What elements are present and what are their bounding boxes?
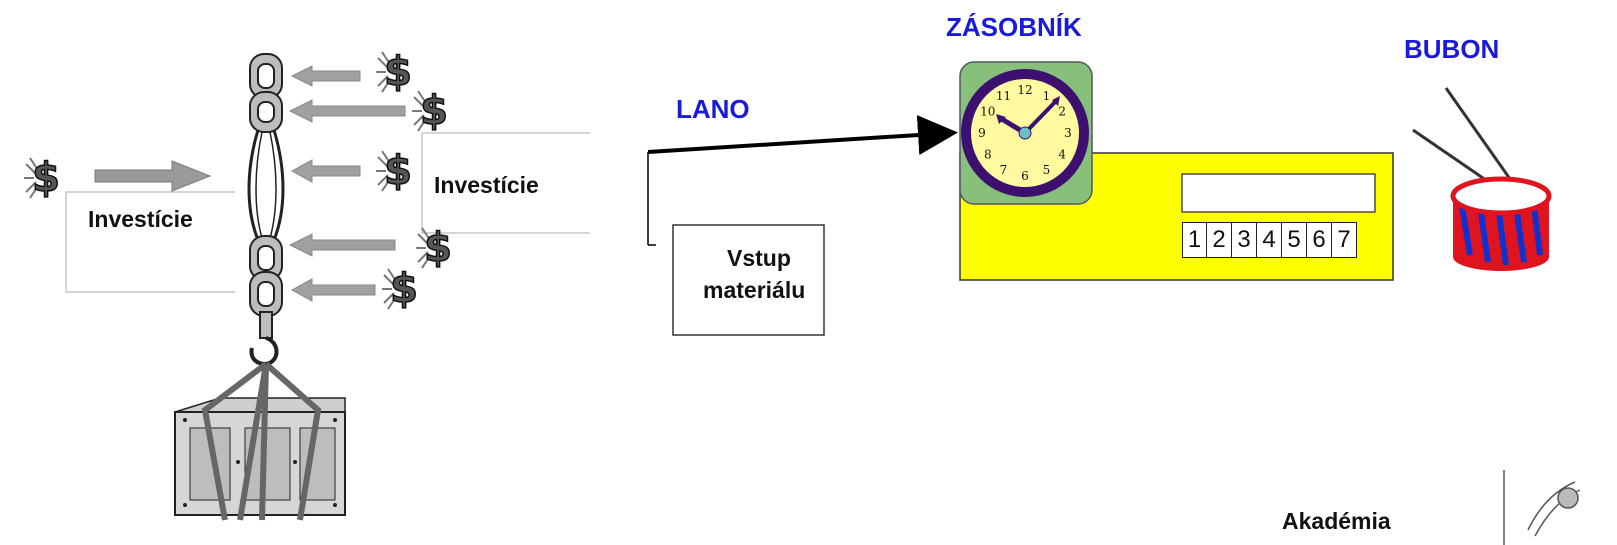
materialu-label: materiálu xyxy=(703,277,806,303)
buffer-cell: 2 xyxy=(1207,222,1232,258)
investicie-left-label: Investície xyxy=(88,206,193,232)
vstup-label: Vstup xyxy=(727,245,791,271)
lano-rope xyxy=(647,115,958,246)
clock-number: 3 xyxy=(1064,126,1072,140)
dollar-icon xyxy=(415,224,453,272)
clock-number: 9 xyxy=(978,126,986,140)
buffer-header xyxy=(1181,173,1376,213)
bubon-label: BUBON xyxy=(1404,34,1500,64)
dollar-icon xyxy=(375,147,413,195)
clock-number: 4 xyxy=(1058,148,1066,162)
dollar-icon xyxy=(375,48,413,96)
investment-arrow-right xyxy=(94,160,212,192)
buffer-cell: 1 xyxy=(1182,222,1207,258)
clock-number: 10 xyxy=(980,105,995,119)
clock-number: 8 xyxy=(984,148,992,162)
investicie-left-box xyxy=(65,191,235,293)
clock-number: 7 xyxy=(1000,163,1008,177)
clock-number: 5 xyxy=(1043,163,1051,177)
chain-icon xyxy=(247,53,285,367)
clock-number: 11 xyxy=(996,89,1011,103)
buffer-cell: 7 xyxy=(1332,222,1357,258)
vstup-box xyxy=(672,224,825,336)
investment-arrows-left xyxy=(288,65,406,302)
dollar-icon xyxy=(381,265,419,313)
buffer-cell: 6 xyxy=(1307,222,1332,258)
clock-number: 1 xyxy=(1043,89,1051,103)
logo-icon xyxy=(1503,470,1581,545)
clock-number: 6 xyxy=(1021,169,1029,183)
akademia-label: Akadémia xyxy=(1282,508,1391,534)
lano-label: LANO xyxy=(676,94,750,124)
investicie-right-box xyxy=(421,132,590,234)
buffer-cell: 3 xyxy=(1232,222,1257,258)
buffer-cell: 5 xyxy=(1282,222,1307,258)
dollar-icon xyxy=(411,87,449,135)
drum-icon xyxy=(1412,87,1552,271)
investicie-right-label: Investície xyxy=(434,172,539,198)
clock-number: 2 xyxy=(1058,105,1066,119)
zasobnik-label: ZÁSOBNÍK xyxy=(946,12,1082,42)
crate-icon xyxy=(174,361,346,521)
clock-number: 12 xyxy=(1017,83,1032,97)
dollar-icon xyxy=(23,154,61,202)
buffer-cell: 4 xyxy=(1257,222,1282,258)
